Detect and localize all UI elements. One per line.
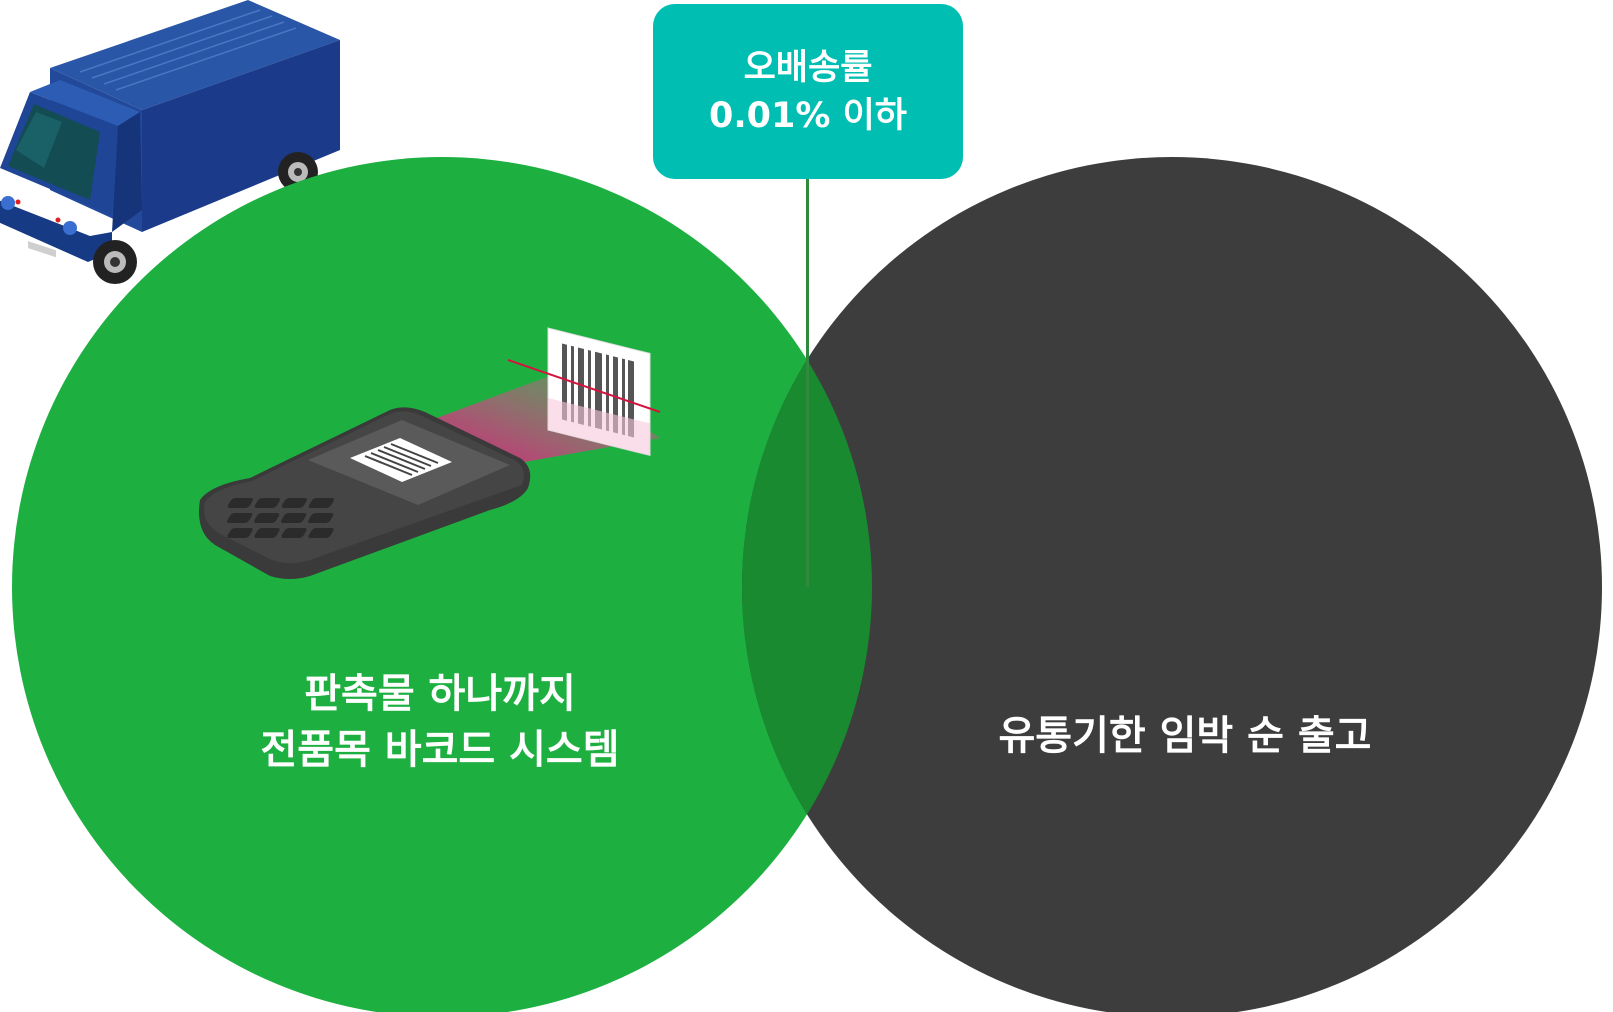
callout-title: 오배송률: [743, 47, 873, 88]
callout-connector-line: [806, 179, 809, 587]
left-circle: [12, 157, 872, 1012]
barcode-scanner-icon: [199, 327, 661, 579]
right-circle-label: 유통기한 임박 순 출고: [905, 708, 1465, 764]
callout-box: 오배송률 0.01% 이하: [653, 4, 963, 179]
left-label-line-1: 판촉물 하나까지: [304, 671, 576, 717]
right-label-line-1: 유통기한 임박 순 출고: [998, 713, 1372, 759]
delivery-truck-icon: [0, 0, 407, 284]
left-label-line-2: 전품목 바코드 시스템: [260, 727, 620, 773]
left-circle-label: 판촉물 하나까지 전품목 바코드 시스템: [180, 666, 700, 778]
callout-value: 0.01% 이하: [708, 95, 907, 136]
right-circle: [742, 157, 1602, 1012]
